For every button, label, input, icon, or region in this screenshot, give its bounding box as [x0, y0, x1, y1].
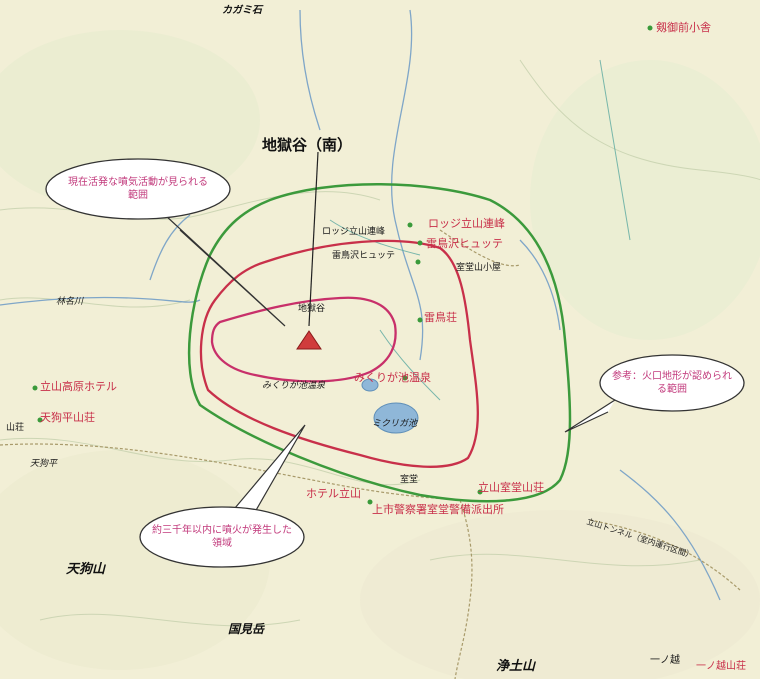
label-kenzan-dome: 剱御前小舎 — [656, 21, 711, 34]
label-tateyama-kogen-hotel: 立山高原ホテル — [40, 380, 117, 393]
label-kagamiishi: カガミ石 — [222, 5, 262, 16]
callout-middle-tail — [234, 424, 306, 513]
label-mikurigaike: ミクリガ池 — [372, 419, 418, 429]
label-murodo: 室堂 — [400, 475, 419, 485]
label-murodoyama-hut: 室堂山小屋 — [456, 263, 502, 273]
label-murodo-sanso: 立山室堂山荘 — [478, 481, 544, 494]
callout-middle-bubble — [139, 506, 305, 568]
label-hotel-tateyama: ホテル立山 — [306, 487, 361, 500]
callout-middle-text: 約三千年以内に噴火が発生した領域 — [152, 525, 292, 549]
label-raichoso: 雷鳥荘 — [424, 311, 457, 324]
label-sanso: 山荘 — [6, 423, 25, 433]
callout-inner-tail — [164, 214, 286, 327]
callout-outer-tail — [564, 399, 616, 433]
title-pointer-line — [308, 151, 319, 327]
label-mikurigaike-onsen-small: みくりが池温泉 — [262, 381, 326, 391]
inner-zone-boundary — [210, 296, 397, 383]
label-tengudaira-sanso: 天狗平山荘 — [40, 411, 95, 424]
volcano-vent-marker — [296, 330, 322, 350]
label-ichinokoshi-sanso: 一ノ越山荘 — [696, 661, 746, 672]
label-jodosan: 浄土山 — [496, 659, 536, 674]
outer-zone-boundary — [187, 183, 572, 503]
label-tengudaira: 天狗平 — [30, 459, 58, 469]
label-ichinokoshi: 一ノ越 — [650, 655, 680, 666]
label-mikurigaike-onsen: みくりが池温泉 — [354, 371, 431, 384]
label-jigokudani-small: 地獄谷 — [298, 304, 326, 314]
label-kamiichi-keisatsu: 上市警察署室堂警備派出所 — [372, 503, 504, 516]
callout-inner-text: 現在活発な噴気活動が見られる範囲 — [68, 177, 208, 201]
callout-outer-text: 参考：火口地形が認められる範囲 — [612, 371, 732, 395]
callout-inner-bubble — [45, 158, 231, 220]
mikurigaike-pond — [373, 402, 419, 434]
label-tengu-yama: 天狗山 — [66, 562, 106, 577]
callout-outer-bubble — [599, 354, 745, 412]
label-lodge-tateyama-small: ロッジ立山連峰 — [322, 227, 386, 237]
label-hayashigawa: 林名川 — [56, 297, 84, 307]
label-lodge-tateyama: ロッジ立山連峰 — [428, 217, 505, 230]
label-kokenzaka: 国見岳 — [228, 622, 265, 636]
label-raichozawa-small: 雷鳥沢ヒュッテ — [332, 251, 396, 261]
middle-zone-boundary — [199, 239, 479, 468]
map-title: 地獄谷（南） — [262, 136, 353, 154]
label-raichozawa: 雷鳥沢ヒュッテ — [426, 237, 503, 250]
